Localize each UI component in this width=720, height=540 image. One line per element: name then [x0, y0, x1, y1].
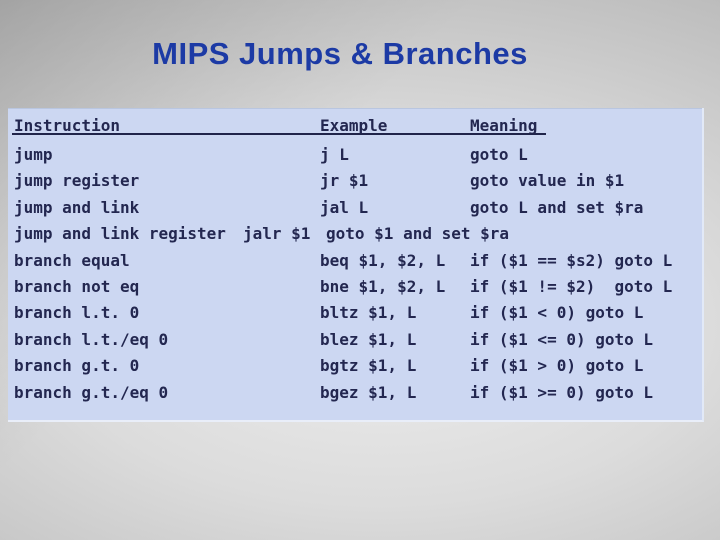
cell-instruction: branch g.t./eq 0 [14, 382, 169, 402]
table-row: jump and link register jalr $1 goto $1 and… [8, 226, 702, 252]
cell-instruction: branch not eq [14, 277, 140, 296]
cell-meaning: if ($1 != $2) goto L [470, 277, 673, 296]
cell-meaning: if ($1 < 0) goto L [470, 303, 644, 323]
column-header-example: Example [320, 116, 388, 135]
table-row: branch not eq bne $1, $2, L if ($1 != $2) … [8, 279, 702, 305]
cell-instruction: branch l.t./eq 0 [14, 329, 169, 349]
cell-example: bgez $1, L [320, 382, 417, 402]
cell-example: bne $1, $2, L [320, 277, 446, 296]
table-row: branch equal beq $1, $2, L if ($1 == $s2) … [8, 250, 702, 279]
cell-example: jal L [320, 197, 369, 217]
cell-example: blez $1, L [320, 329, 417, 349]
cell-meaning: goto $1 and set $ra [326, 224, 510, 244]
cell-example: beq $1, $2, L [320, 250, 446, 270]
column-header-meaning: Meaning [470, 116, 538, 135]
cell-meaning: goto L [470, 145, 528, 164]
cell-example: jr $1 [320, 171, 369, 191]
cell-example: jalr $1 [243, 224, 311, 244]
table-row: jump register jr $1 goto value in $1 [8, 173, 702, 199]
cell-example: bgtz $1, L [320, 356, 417, 376]
cell-meaning: if ($1 > 0) goto L [470, 356, 644, 376]
cell-instruction: branch l.t. 0 [14, 303, 140, 323]
slide-title: MIPS Jumps & Branches [152, 36, 528, 71]
cell-instruction: jump and link register [14, 224, 226, 244]
table-row: branch g.t./eq 0 bgez $1, L if ($1 >= 0) g… [8, 382, 702, 411]
cell-instruction: jump [14, 145, 53, 164]
table-row: branch l.t. 0 bltz $1, L if ($1 < 0) goto … [8, 305, 702, 331]
cell-meaning: if ($1 >= 0) goto L [470, 382, 654, 402]
cell-instruction: branch equal [14, 250, 130, 270]
cell-meaning: if ($1 <= 0) goto L [470, 329, 654, 349]
cell-meaning: goto L and set $ra [470, 197, 644, 217]
table-row: jump and link jal L goto L and set $ra [8, 197, 702, 226]
cell-example: j L [320, 145, 349, 164]
cell-instruction: jump and link [14, 197, 140, 217]
column-header-instruction: Instruction [14, 116, 120, 135]
cell-example: bltz $1, L [320, 303, 417, 323]
cell-instruction: jump register [14, 171, 140, 191]
table-row: branch l.t./eq 0 blez $1, L if ($1 <= 0) g… [8, 329, 702, 358]
table-row: branch g.t. 0 bgtz $1, L if ($1 > 0) goto … [8, 358, 702, 384]
cell-meaning: if ($1 == $s2) goto L [470, 250, 673, 270]
cell-instruction: branch g.t. 0 [14, 356, 140, 376]
table-row: jump j L goto L [8, 147, 702, 173]
header-underline [12, 133, 546, 135]
table-body: jump j L goto L jump register jr $1 goto valu… [8, 108, 702, 420]
cell-meaning: goto value in $1 [470, 171, 625, 191]
instruction-table: Instruction Example Meaning jump j L goto … [8, 108, 704, 422]
table-header-row: Instruction Example Meaning [8, 118, 702, 138]
